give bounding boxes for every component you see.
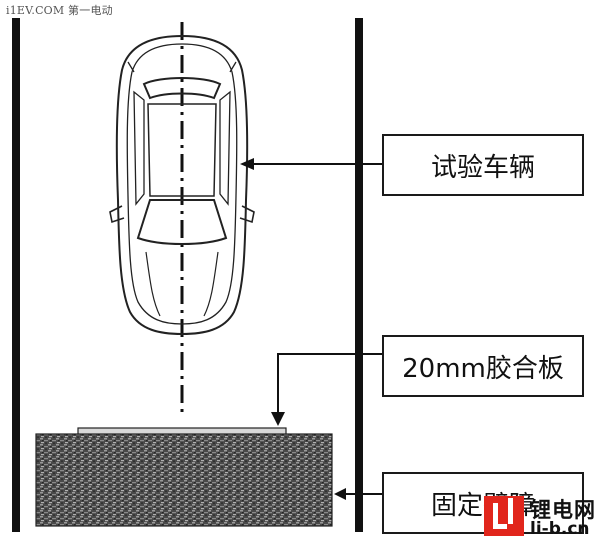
left-boundary-line — [12, 18, 20, 532]
test-vehicle — [109, 34, 255, 336]
logo-mark-icon — [484, 496, 524, 536]
barrier-arrowhead — [334, 488, 346, 500]
logo-mark-bar — [508, 498, 513, 524]
plywood-arrow — [277, 353, 382, 414]
plywood-arrowhead — [271, 412, 285, 426]
test-vehicle-label: 试验车辆 — [382, 134, 584, 196]
logo-name: 锂电网 — [530, 498, 596, 522]
site-logo: 锂电网 li-b.cn — [478, 492, 600, 544]
plywood-label: 20mm胶合板 — [382, 335, 584, 397]
vehicle-arrowhead — [240, 158, 254, 170]
watermark-text: i1EV.COM 第一电动 — [6, 4, 113, 17]
logo-url: li-b.cn — [530, 519, 590, 539]
right-boundary-line — [355, 18, 363, 532]
fixed-barrier — [35, 433, 333, 527]
